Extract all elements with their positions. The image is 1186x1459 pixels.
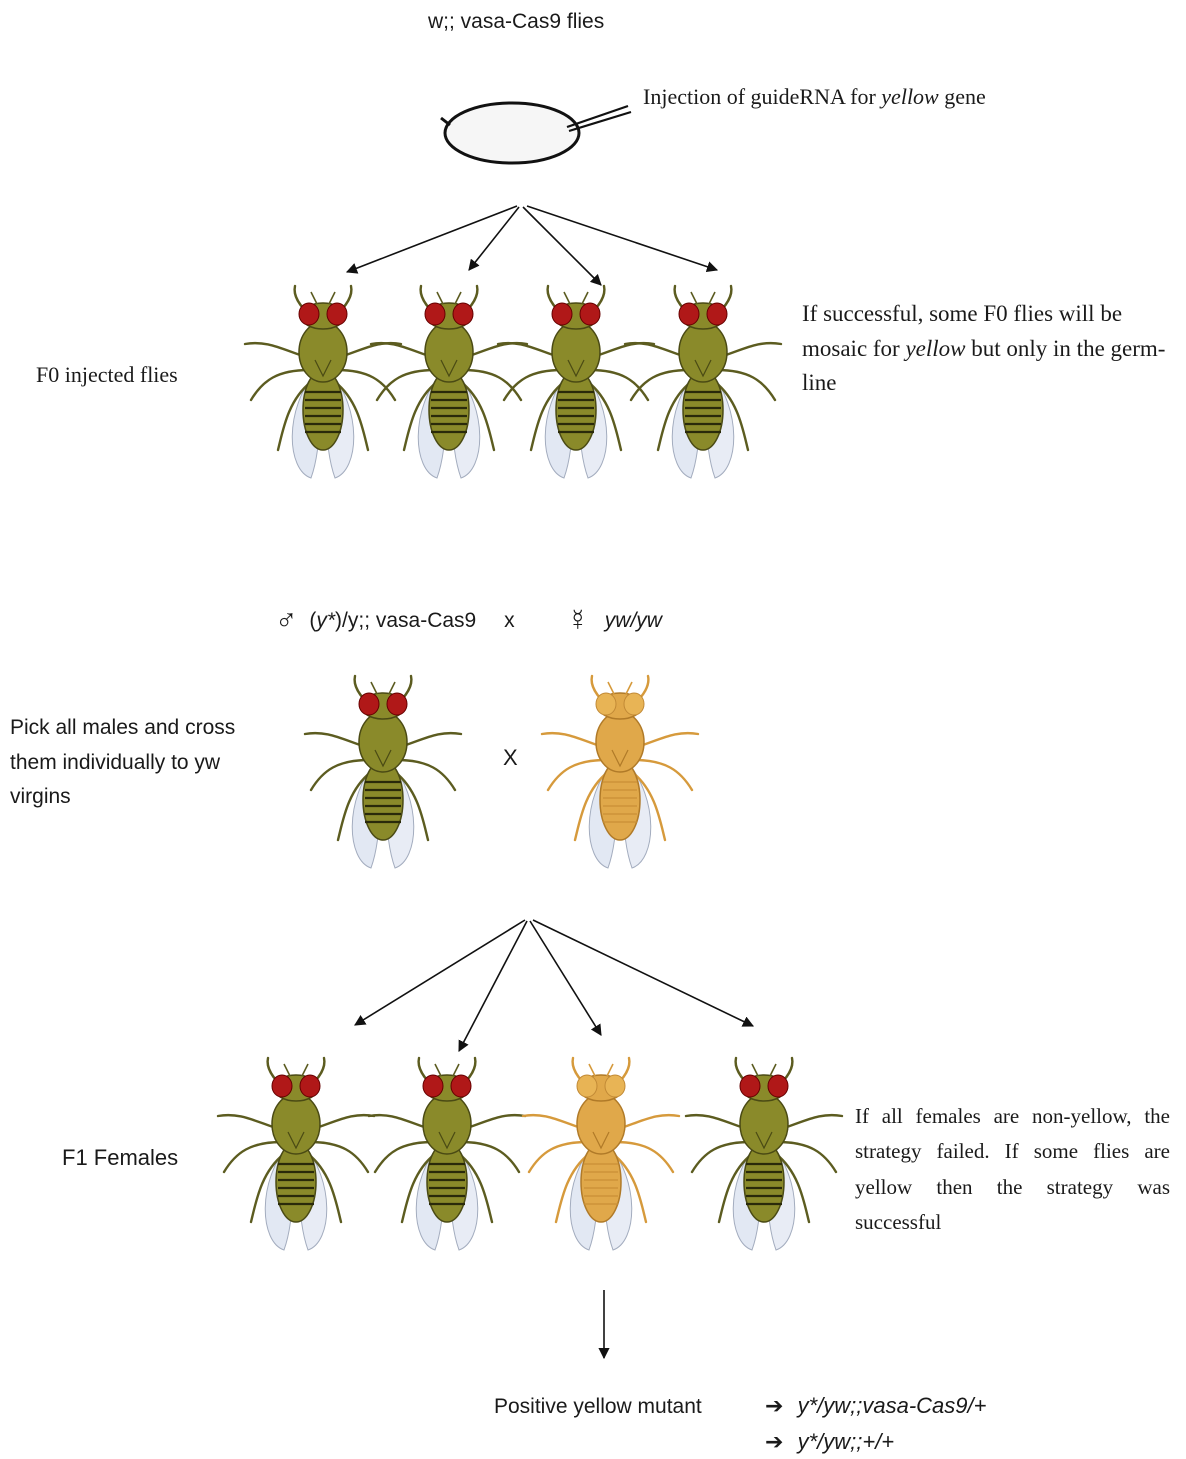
result-row-2: ➔ y*/yw;;+/+ [765, 1429, 894, 1455]
male-symbol: ♂ [275, 604, 298, 637]
fly-f0-2 [371, 286, 527, 478]
fly-f1-1 [218, 1058, 374, 1250]
fly-f0-4 [625, 286, 781, 478]
injection-label: Injection of guideRNA for yellow gene [643, 84, 986, 110]
result-row-1: ➔ y*/yw;;vasa-Cas9/+ [765, 1393, 986, 1419]
fly-f1-2 [369, 1058, 525, 1250]
fly-f0-1 [245, 286, 401, 478]
f1-label: F1 Females [62, 1145, 178, 1171]
f1-note: If all females are non-yellow, the strat… [855, 1099, 1170, 1240]
page-title: w;; vasa-Cas9 flies [428, 10, 604, 34]
fly-f1-4 [686, 1058, 842, 1250]
cross-instruction: Pick all males and cross them individual… [10, 711, 260, 815]
result-label: Positive yellow mutant [494, 1395, 702, 1419]
fly-male [305, 676, 461, 868]
arrow-icon: ➔ [765, 1393, 783, 1418]
fly-f0-3 [498, 286, 654, 478]
fly-female-yellow [542, 676, 698, 868]
cross-x: X [503, 745, 518, 771]
f0-note: If successful, some F0 flies will be mos… [802, 297, 1180, 401]
female-symbol: ☿ [566, 604, 589, 637]
fly-f1-3-yellow [523, 1058, 679, 1250]
cross-genotype-line: ♂ (y*)/y;; vasa-Cas9 x ☿ yw/yw [275, 604, 662, 638]
f0-label: F0 injected flies [36, 362, 178, 388]
arrow-icon: ➔ [765, 1429, 783, 1454]
